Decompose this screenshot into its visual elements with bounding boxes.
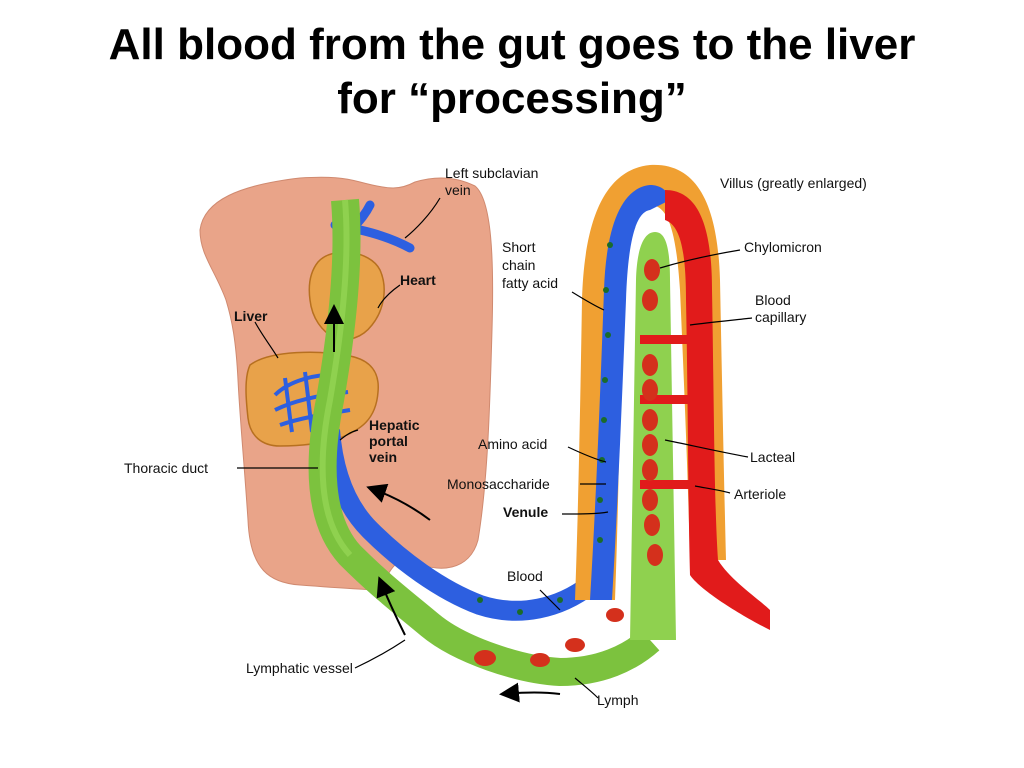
label-hepatic-portal-3: vein <box>369 449 397 465</box>
label-blood-capillary-2: capillary <box>755 309 806 325</box>
label-amino-acid: Amino acid <box>478 436 547 452</box>
flow-arrows <box>324 304 561 703</box>
label-hepatic-portal-2: portal <box>369 433 408 449</box>
label-heart: Heart <box>400 272 436 288</box>
label-lymph: Lymph <box>597 692 639 708</box>
label-arteriole: Arteriole <box>734 486 786 502</box>
label-monosaccharide: Monosaccharide <box>447 476 550 492</box>
label-chylomicron: Chylomicron <box>744 239 822 255</box>
hepatic-portal-vein <box>320 429 597 621</box>
label-thoracic-duct: Thoracic duct <box>124 460 208 476</box>
leader-lines <box>237 197 753 699</box>
label-blood-capillary: Blood <box>755 292 791 308</box>
thoracic-duct <box>319 199 353 558</box>
label-lacteal: Lacteal <box>750 449 795 465</box>
chylomicron-particles <box>474 259 663 667</box>
label-lymphatic-vessel: Lymphatic vessel <box>246 660 353 676</box>
villus-venule <box>590 185 670 600</box>
label-left-subclavian: Left subclavian <box>445 165 538 181</box>
label-venule: Venule <box>503 504 548 520</box>
label-short-chain-2: chain <box>502 257 535 273</box>
label-hepatic-portal: Hepatic <box>369 417 420 433</box>
capillary-cross-links <box>640 335 690 489</box>
label-blood: Blood <box>507 568 543 584</box>
slide-title: All blood from the gut goes to the liver… <box>0 18 1024 126</box>
venule-nutrient-dots <box>477 242 613 615</box>
label-short-chain-3: fatty acid <box>502 275 558 291</box>
label-liver: Liver <box>234 308 268 324</box>
villus-capillary <box>665 190 770 630</box>
title-line-2: for “processing” <box>337 74 687 123</box>
label-left-subclavian-2: vein <box>445 182 471 198</box>
label-villus: Villus (greatly enlarged) <box>720 175 867 191</box>
title-line-1: All blood from the gut goes to the liver <box>108 20 916 69</box>
label-short-chain: Short <box>502 239 536 255</box>
